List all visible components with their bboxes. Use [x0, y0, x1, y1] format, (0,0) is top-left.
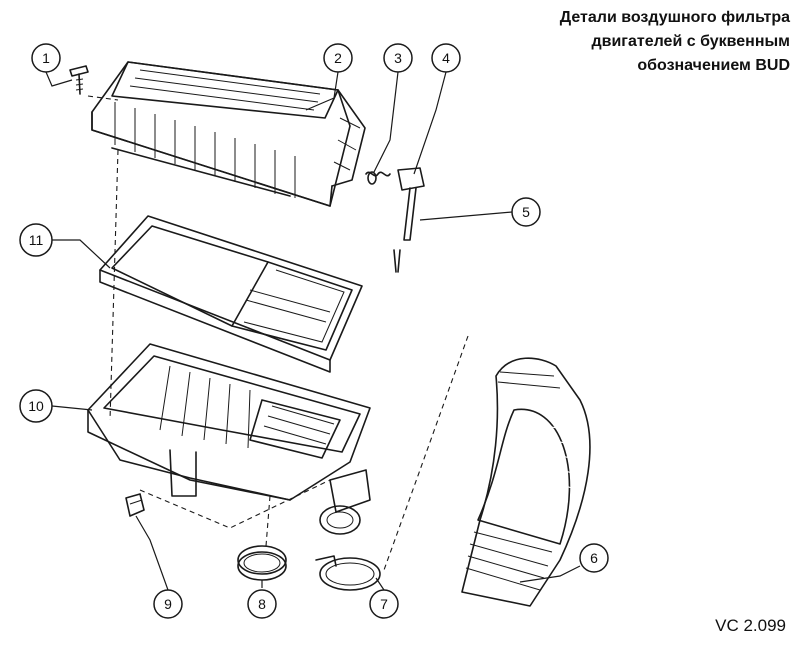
callout-1: 1	[31, 43, 61, 73]
diagram-title: Детали воздушного фильтра двигателей с б…	[460, 6, 790, 78]
screw-part	[69, 65, 89, 95]
svg-text:5: 5	[522, 204, 530, 220]
callout-5: 5	[511, 197, 541, 227]
clamp-part-7	[315, 555, 381, 591]
callout-10: 10	[19, 389, 53, 423]
clamp-part-8	[237, 545, 287, 581]
title-line-1: Детали воздушного фильтра	[559, 9, 790, 26]
svg-text:10: 10	[28, 398, 44, 414]
callout-2: 2	[323, 43, 353, 73]
intake-hose	[461, 357, 591, 607]
callout-9: 9	[153, 589, 183, 619]
svg-text:6: 6	[590, 550, 598, 566]
title-line-2: двигателей с буквенным	[591, 33, 790, 50]
callout-7: 7	[369, 589, 399, 619]
reference-code: VC 2.099	[715, 616, 786, 635]
assembly-line-a	[109, 149, 119, 421]
callout-3: 3	[383, 43, 413, 73]
callout-8: 8	[247, 589, 277, 619]
clip-part	[125, 493, 145, 517]
svg-text:11: 11	[29, 232, 44, 248]
spring-part	[365, 171, 391, 185]
svg-text:8: 8	[258, 596, 266, 612]
title-line-3: обозначением BUD	[637, 57, 790, 74]
sensor-part	[393, 167, 425, 273]
svg-text:7: 7	[380, 596, 388, 612]
lower-housing	[87, 343, 371, 535]
filter-element	[99, 215, 363, 373]
callout-11: 11	[19, 223, 53, 257]
leader-lines	[45, 71, 581, 591]
svg-text:3: 3	[394, 50, 402, 66]
assembly-line-d	[383, 335, 469, 571]
svg-text:9: 9	[164, 596, 172, 612]
assembly-line-c	[265, 495, 271, 547]
upper-cover	[91, 61, 366, 207]
callout-6: 6	[579, 543, 609, 573]
svg-text:4: 4	[442, 50, 450, 66]
assembly-line-b	[139, 479, 331, 529]
callout-4: 4	[431, 43, 461, 73]
svg-text:1: 1	[42, 50, 50, 66]
svg-text:2: 2	[334, 50, 342, 66]
